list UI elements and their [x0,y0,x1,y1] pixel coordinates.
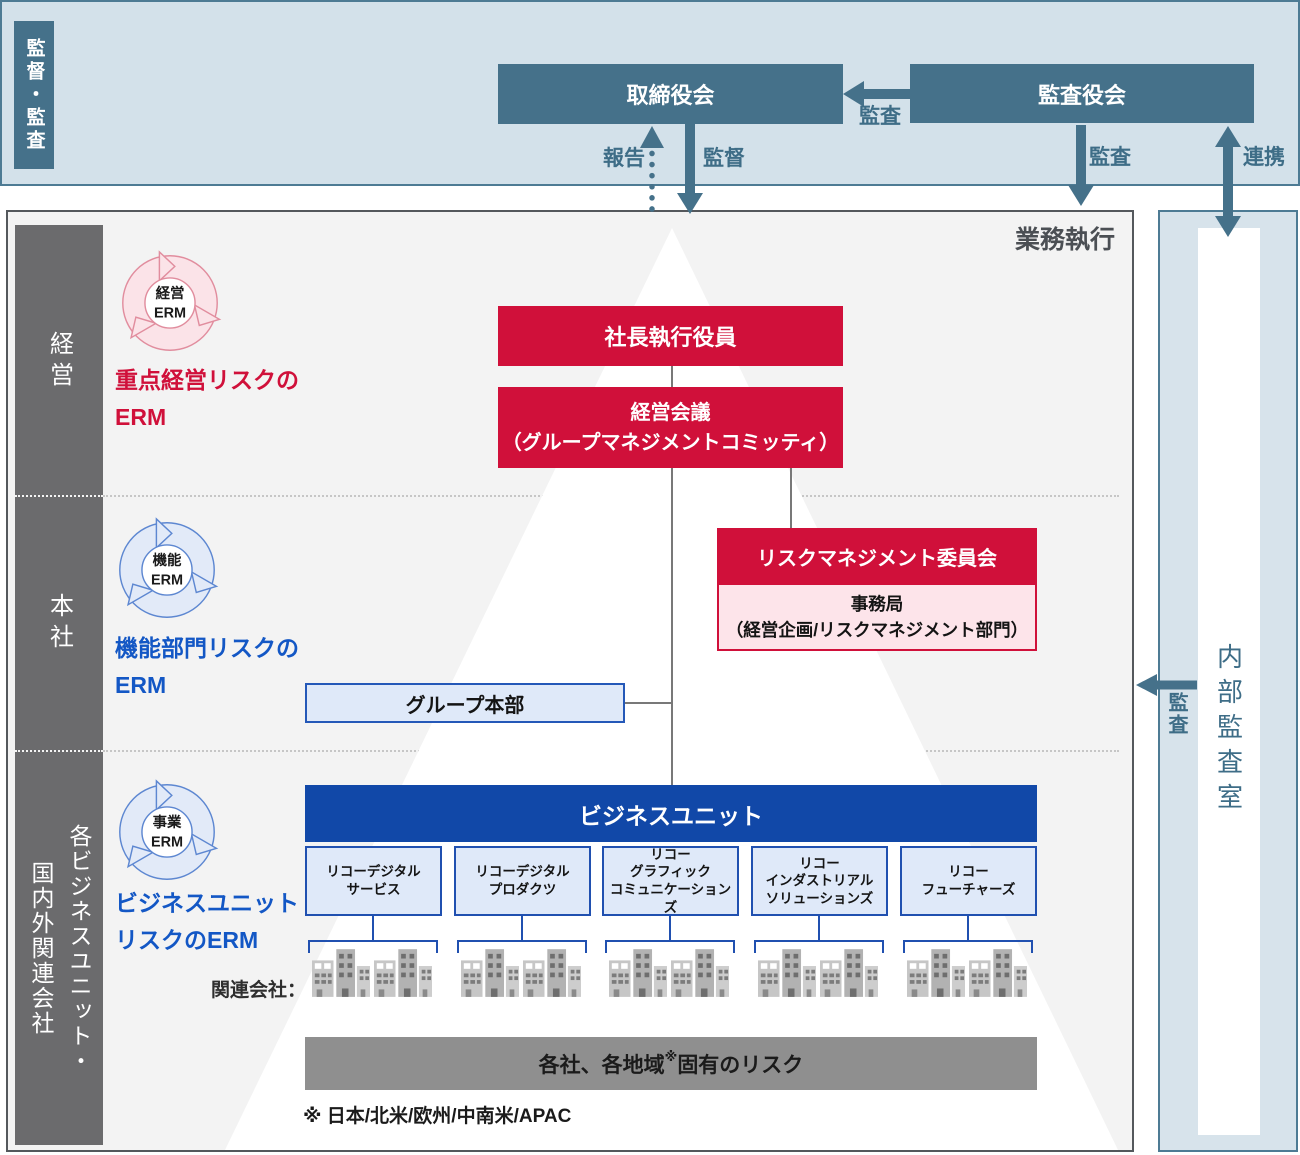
badge-text: ERM [154,305,186,321]
risk-committee-secretariat: 事務局 （経営企画/リスクマネジメント部門） [717,585,1037,651]
risk-bar-text: 各社、各地域 [538,1053,665,1077]
section-label-business-units: 各ビジネスユニット・ 国内外関連会社 [15,752,103,1145]
buildings-icon [758,948,878,999]
function-erm-label: 機能部門リスクの ERM [115,635,299,698]
section-divider [15,750,103,752]
internal-audit-strip [1198,228,1260,1135]
cooperation-arrow [1215,126,1241,237]
supervise-arrow [677,124,703,214]
risk-management-committee: リスクマネジメント委員会 事務局 （経営企画/リスクマネジメント部門） [717,528,1037,651]
affiliate-bracket [308,916,438,953]
buildings-icon [461,948,581,999]
business-unit-bar: ビジネスユニット [305,785,1037,842]
supervision-audit-tab: 監督・監査 [14,21,54,169]
audit-horizontal-label: 監査 [859,105,901,128]
badge-text: ERM [151,572,183,588]
buildings-icon [907,948,1027,999]
section-label-line1: 各ビジネスユニット・ [65,823,92,1074]
audit-arrow-horizontal [843,81,912,107]
affiliate-bracket [605,916,735,953]
badge-text: 機能 [153,551,182,569]
audit-arrow-down [1068,125,1094,206]
bu-box-graphic-communications: リコー グラフィック コミュニケーションズ [602,846,739,916]
cooperation-label: 連携 [1243,146,1285,169]
risk-bar-asterisk: ※ [664,1048,678,1064]
audit-supervisory-board-box: 監査役会 [910,64,1254,123]
internal-audit-office-label: 内部監査室 [1213,642,1244,818]
affiliate-bracket [754,916,884,953]
audit-down-label: 監査 [1089,146,1131,169]
internal-audit-arrow-label: 監査 [1165,692,1187,736]
function-erm-cycle-icon: 機能 ERM [119,517,219,618]
bu-box-futures: リコー フューチャーズ [900,846,1037,916]
internal-audit-arrow [1136,674,1197,696]
risk-bar-text: 固有のリスク [677,1053,804,1077]
board-of-directors-box: 取締役会 [498,64,843,124]
buildings-icon [609,948,729,999]
badge-text: 経営 [156,284,185,302]
affiliate-bracket [457,916,587,953]
affiliate-bracket [903,916,1033,953]
bu-box-industrial-solutions: リコー インダストリアル ソリューションズ [751,846,888,916]
management-erm-cycle-icon: 経営 ERM [122,250,222,351]
affiliates-label: 関連会社： [210,980,306,1001]
business-execution-label: 業務執行 [1014,226,1115,254]
bu-box-digital-services: リコーデジタル サービス [305,846,442,916]
bu-box-digital-products: リコーデジタル プロダクツ [454,846,591,916]
badge-text: 事業 [153,813,182,831]
business-erm-label: ビジネスユニット リスクのERM [115,890,299,953]
management-meeting-box: 経営会議 （グループマネジメントコミッティ） [498,387,843,468]
left-section-band [15,225,103,1145]
section-divider [15,495,103,497]
section-label-headquarters: 本社 [45,593,73,655]
section-label-management: 経営 [45,331,73,393]
business-erm-cycle-icon: 事業 ERM [119,779,219,880]
section-label-line2: 国内外関連会社 [28,861,54,1036]
buildings-icon [312,948,432,999]
region-footnote: ※ 日本/北米/欧州/中南米/APAC [303,1106,572,1127]
president-box: 社長執行役員 [498,306,843,366]
local-risk-bar: 各社、各地域※固有のリスク [305,1037,1037,1090]
badge-text: ERM [151,834,183,850]
org-connector-lines [625,366,792,785]
group-headquarters-box: グループ本部 [305,683,625,723]
report-arrow [640,126,664,212]
report-label: 報告 [603,147,645,170]
management-erm-label: 重点経営リスクの ERM [115,367,299,430]
supervise-label: 監督 [703,147,745,170]
risk-committee-header: リスクマネジメント委員会 [717,528,1037,585]
